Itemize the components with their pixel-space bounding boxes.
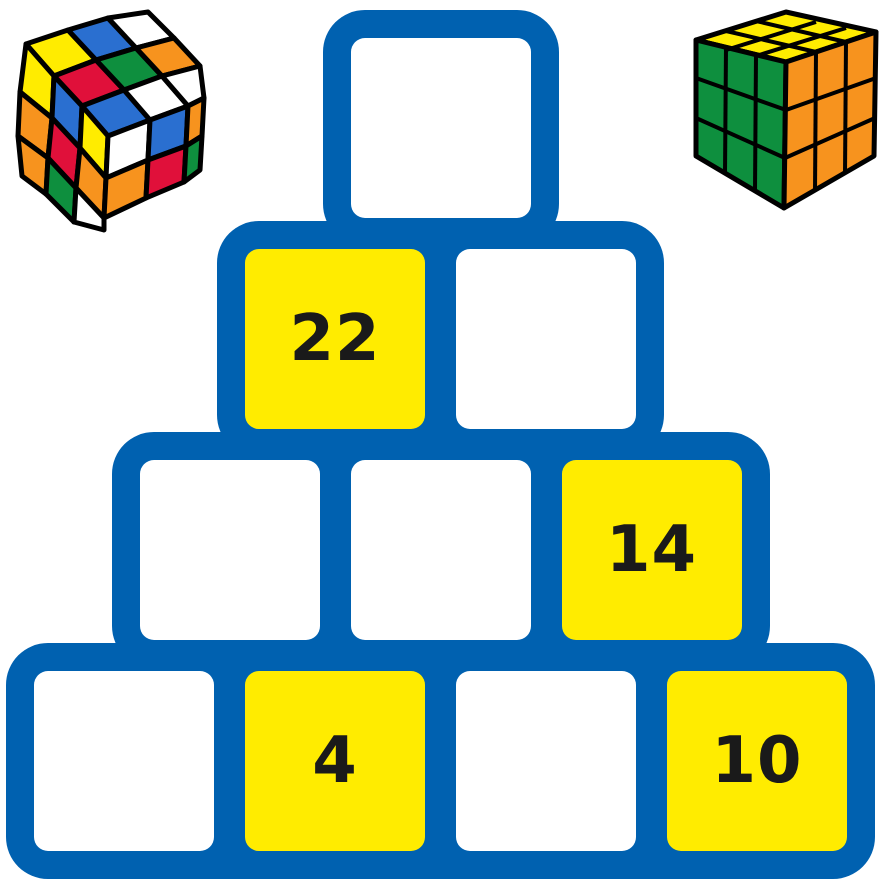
pyramid-cell-r4-c4[interactable]: 10 — [667, 671, 847, 851]
rubiks-cube-icon — [690, 6, 880, 212]
pyramid-cell-r2-c1[interactable]: 22 — [245, 249, 425, 429]
pyramid-cell-r4-c1[interactable] — [34, 671, 214, 851]
pyramid-cell-r3-c2[interactable] — [351, 460, 531, 640]
pyramid-cell-r2-c2[interactable] — [456, 249, 636, 429]
pyramid-cell-r4-c2[interactable]: 4 — [245, 671, 425, 851]
pyramid-cell-r3-c1[interactable] — [140, 460, 320, 640]
pyramid-cell-r1-c1[interactable] — [351, 38, 531, 218]
pyramid-cell-r4-c3[interactable] — [456, 671, 636, 851]
pyramid-cell-r3-c3[interactable]: 14 — [562, 460, 742, 640]
scrambled-rubiks-cube-icon — [8, 6, 208, 234]
